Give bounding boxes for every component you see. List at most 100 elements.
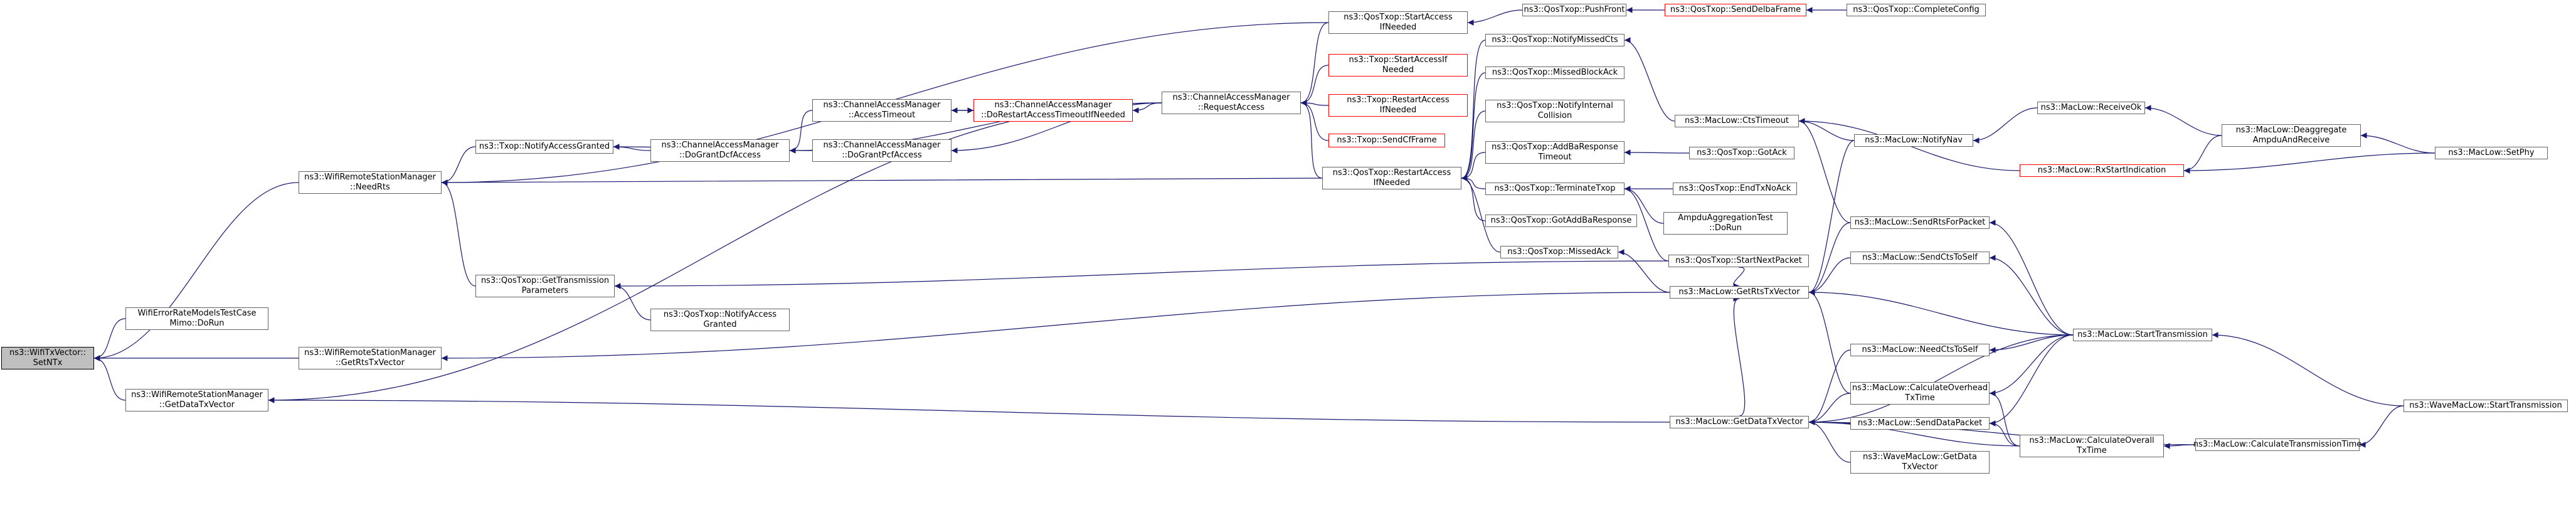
graph-node-n7[interactable]: ns3::ChannelAccessManager::DoGrantDcfAcc…	[650, 139, 790, 162]
call-edge	[1808, 334, 2074, 425]
graph-node-n44[interactable]: ns3::MacLow::StartTransmission	[2073, 329, 2212, 341]
graph-node-label: ns3::Txop::SendCfFrame	[1337, 135, 1437, 145]
graph-node-n12[interactable]: ns3::ChannelAccessManager::RequestAccess	[1162, 92, 1301, 114]
graph-node-label: TxVector	[1902, 462, 1938, 472]
call-edge	[441, 178, 1323, 186]
graph-node-label: ns3::WaveMacLow::GetData	[1863, 452, 1977, 462]
graph-node-n9[interactable]: ns3::ChannelAccessManager::AccessTimeout	[812, 99, 951, 122]
graph-node-n10[interactable]: ns3::ChannelAccessManager::DoGrantPcfAcc…	[812, 139, 951, 162]
graph-node-label: ns3::MacLow::SetPhy	[2448, 148, 2535, 157]
graph-node-label: Timeout	[1538, 152, 1572, 162]
graph-node-n29[interactable]: ns3::QosTxop::GotAck	[1689, 147, 1794, 159]
graph-node-n49[interactable]: ns3::WaveMacLow::StartTransmission	[2404, 400, 2568, 412]
graph-node-n36[interactable]: ns3::MacLow::SendRtsForPacket	[1850, 216, 1990, 229]
graph-node-label: ns3::ChannelAccessManager	[823, 141, 941, 150]
graph-node-n27[interactable]: ns3::QosTxop::MissedAck	[1500, 246, 1618, 258]
graph-node-n37[interactable]: ns3::MacLow::SendCtsToSelf	[1850, 252, 1990, 264]
graph-node-label: Mimo::DoRun	[169, 319, 225, 328]
graph-node-label: ns3::QosTxop::NotifyMissedCts	[1492, 35, 1618, 45]
graph-node-label: ns3::QosTxop::MissedBlockAck	[1492, 68, 1618, 77]
call-edge	[1808, 289, 1851, 394]
graph-node-label: Parameters	[521, 286, 569, 295]
graph-node-label: AmpduAggregationTest	[1678, 213, 1773, 223]
graph-node-label: ns3::QosTxop::StartAccess	[1344, 13, 1453, 22]
graph-node-label: ns3::QosTxop::TerminateTxop	[1494, 184, 1616, 193]
graph-node-n3[interactable]: ns3::WifiRemoteStationManager::NeedRts	[299, 171, 442, 194]
graph-node-label: Needed	[1382, 65, 1414, 75]
graph-node-n35[interactable]: ns3::MacLow::NotifyNav	[1854, 134, 1973, 147]
graph-node-n25[interactable]: ns3::QosTxop::TerminateTxop	[1485, 183, 1625, 195]
graph-node-n2[interactable]: ns3::WifiRemoteStationManager::GetDataTx…	[125, 389, 268, 411]
call-edge	[789, 110, 813, 154]
call-edge	[1618, 249, 1670, 293]
graph-node-n19[interactable]: ns3::QosTxop::SendDelbaFrame	[1665, 4, 1806, 16]
graph-node-label: ns3::MacLow::CalculateOverall	[2029, 436, 2155, 445]
graph-node-label: ns3::ChannelAccessManager	[994, 100, 1112, 110]
graph-node-label: ::RequestAccess	[1197, 103, 1265, 112]
graph-node-label: ns3::QosTxop::RestartAccess	[1332, 168, 1451, 178]
call-edge	[93, 318, 126, 361]
graph-node-n22[interactable]: ns3::QosTxop::MissedBlockAck	[1485, 66, 1625, 79]
graph-node-n30[interactable]: ns3::QosTxop::EndTxNoAck	[1673, 183, 1797, 195]
graph-node-n16[interactable]: ns3::Txop::SendCfFrame	[1328, 134, 1445, 147]
call-edge	[1461, 175, 1486, 221]
graph-node-n4[interactable]: ns3::WifiRemoteStationManager::GetRtsTxV…	[299, 347, 442, 369]
call-edge	[93, 182, 299, 361]
graph-node-n33[interactable]: ns3::MacLow::GetRtsTxVector	[1670, 286, 1809, 299]
call-edge	[1989, 334, 2074, 427]
graph-node-n18[interactable]: ns3::QosTxop::PushFront	[1522, 4, 1626, 16]
graph-node-n31[interactable]: AmpduAggregationTest::DoRun	[1663, 212, 1788, 235]
call-edge	[1798, 118, 1855, 141]
graph-node-n42[interactable]: ns3::MacLow::ReceiveOk	[2037, 102, 2145, 114]
graph-node-n40[interactable]: ns3::MacLow::SendDataPacket	[1850, 417, 1990, 430]
call-edge	[1733, 295, 1746, 417]
graph-node-n34[interactable]: ns3::MacLow::GetDataTxVector	[1670, 416, 1809, 428]
call-edge	[1973, 107, 2038, 144]
graph-node-label: AmpduAndReceive	[2252, 135, 2330, 145]
call-edge	[2183, 135, 2222, 174]
graph-node-label: ns3::QosTxop::SendDelbaFrame	[1670, 5, 1801, 14]
call-edge	[1989, 255, 2074, 336]
graph-node-n43[interactable]: ns3::MacLow::RxStartIndication	[2020, 164, 2184, 177]
graph-node-n20[interactable]: ns3::QosTxop::CompleteConfig	[1847, 4, 1986, 16]
graph-node-label: ns3::MacLow::SendDataPacket	[1857, 418, 1983, 428]
call-edge	[1808, 222, 1851, 295]
graph-node-label: ns3::QosTxop::CompleteConfig	[1853, 5, 1980, 14]
graph-node-label: ns3::ChannelAccessManager	[823, 100, 941, 110]
graph-node-label: WifiErrorRateModelsTestCase	[137, 309, 257, 318]
graph-node-n32[interactable]: ns3::QosTxop::StartNextPacket	[1668, 255, 1809, 267]
graph-node-label: ns3::QosTxop::NotifyInternal	[1497, 101, 1613, 110]
graph-node-n11[interactable]: ns3::ChannelAccessManager::DoRestartAcce…	[973, 99, 1133, 122]
graph-node-n28[interactable]: ns3::MacLow::CtsTimeout	[1675, 115, 1799, 127]
graph-node-label: ns3::MacLow::GetDataTxVector	[1675, 417, 1803, 427]
graph-node-n38[interactable]: ns3::MacLow::NeedCtsToSelf	[1850, 344, 1990, 356]
graph-node-n21[interactable]: ns3::QosTxop::NotifyMissedCts	[1485, 34, 1625, 46]
graph-node-label: ::DoGrantPcfAccess	[842, 151, 922, 160]
call-edge	[1461, 175, 1486, 189]
graph-node-label: ns3::MacLow::CtsTimeout	[1684, 116, 1789, 125]
graph-node-n5[interactable]: ns3::Txop::NotifyAccessGranted	[475, 140, 613, 154]
graph-node-label: ns3::QosTxop::GotAck	[1697, 148, 1787, 157]
call-edge	[1624, 149, 1690, 156]
graph-node-n26[interactable]: ns3::QosTxop::GotAddBaResponse	[1485, 215, 1637, 227]
graph-node-label: Granted	[703, 320, 737, 329]
graph-node-label: ns3::QosTxop::EndTxNoAck	[1678, 184, 1791, 193]
call-edge	[2359, 405, 2404, 448]
graph-node-n48[interactable]: ns3::MacLow::SetPhy	[2435, 147, 2548, 159]
graph-node-n46[interactable]: ns3::MacLow::CalculateTransmissionTime	[2193, 438, 2361, 451]
